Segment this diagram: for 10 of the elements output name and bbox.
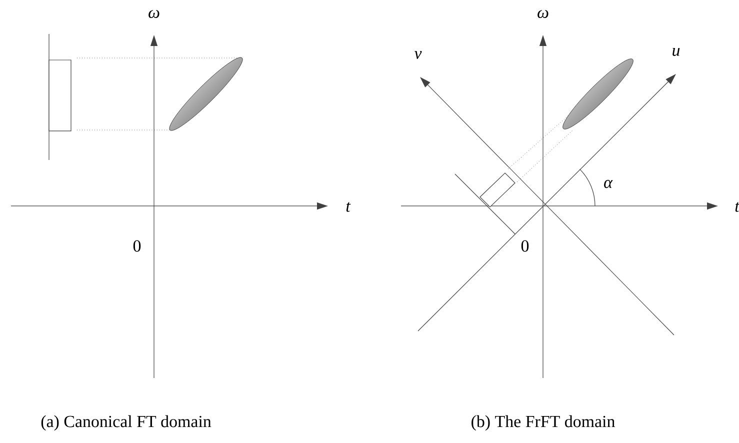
axis-label: u: [672, 48, 680, 56]
axis-label: ω: [538, 10, 548, 18]
axis-label: ω: [148, 10, 160, 18]
caption: (a) Canonical FT domain: [41, 415, 212, 431]
angle-label: α: [604, 180, 613, 188]
axis-label: t: [346, 202, 351, 212]
caption: (b) The FrFT domain: [472, 415, 615, 431]
origin-label: 0: [521, 240, 529, 252]
axis-label: v: [414, 51, 422, 59]
origin-label: 0: [133, 240, 141, 252]
